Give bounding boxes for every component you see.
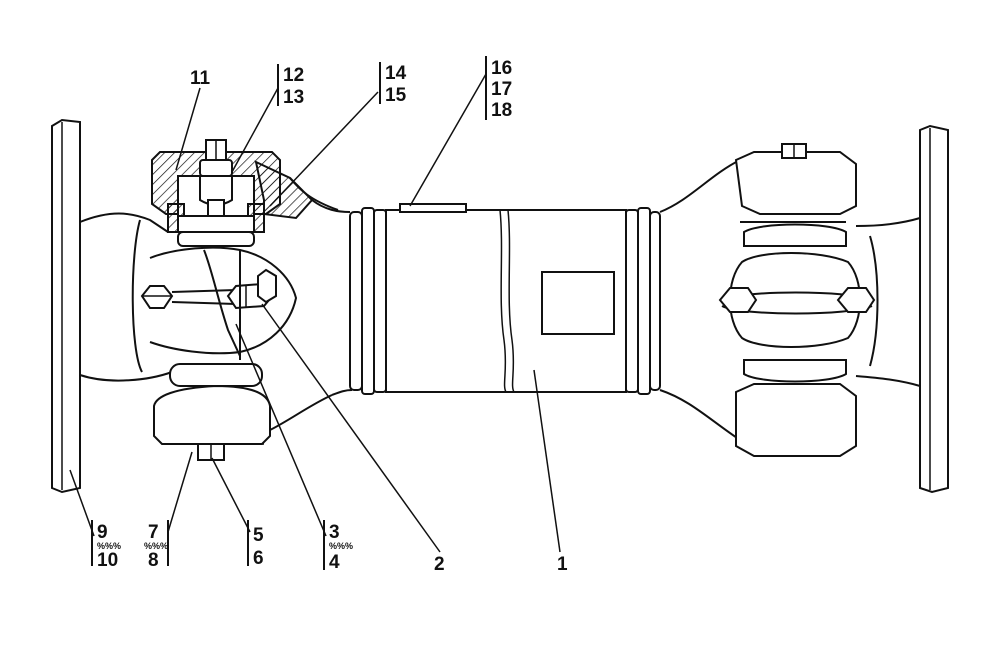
svg-text:%%%: %%% (329, 541, 353, 551)
right-yoke (718, 143, 921, 457)
svg-text:9: 9 (97, 522, 108, 543)
svg-text:%%%: %%% (97, 541, 121, 551)
svg-text:11: 11 (190, 68, 211, 89)
svg-text:2: 2 (434, 554, 445, 575)
svg-text:6: 6 (253, 548, 264, 569)
svg-text:5: 5 (253, 525, 264, 546)
svg-text:17: 17 (491, 79, 512, 100)
svg-text:%%%: %%% (144, 541, 168, 551)
left-flange (51, 118, 81, 494)
left-cross-spider (140, 249, 277, 360)
callout-14-15: 14 15 (379, 62, 407, 106)
shaft-tube (385, 203, 627, 393)
left-yoke-body (79, 212, 298, 382)
svg-text:7: 7 (148, 522, 159, 543)
svg-text:4: 4 (329, 552, 340, 573)
callout-3-4: 3 %%% 4 (323, 520, 353, 573)
svg-text:8: 8 (148, 550, 159, 571)
callout-7-8: 7 %%% 8 (144, 520, 169, 571)
svg-text:14: 14 (385, 63, 407, 84)
callout-11: 11 (190, 68, 211, 89)
callout-12-13: 12 13 (277, 64, 304, 108)
callout-9-10: 9 %%% 10 (91, 520, 121, 571)
callout-1: 1 (557, 554, 568, 575)
left-bottom-bearing-cap (153, 363, 333, 461)
svg-text:16: 16 (491, 58, 512, 79)
callout-5-6: 5 6 (247, 520, 264, 569)
leader-lines (69, 73, 561, 553)
svg-text:13: 13 (283, 87, 304, 108)
right-flange (919, 124, 949, 494)
svg-text:18: 18 (491, 100, 512, 121)
right-sleeve (625, 159, 741, 441)
left-top-bearing-cap (151, 139, 339, 247)
svg-text:3: 3 (329, 522, 340, 543)
left-sleeve (311, 199, 387, 396)
svg-text:12: 12 (283, 65, 304, 86)
callout-16-17-18: 16 17 18 (485, 56, 512, 121)
svg-text:1: 1 (557, 554, 568, 575)
svg-text:10: 10 (97, 550, 118, 571)
callout-2: 2 (434, 554, 445, 575)
svg-text:15: 15 (385, 85, 407, 106)
